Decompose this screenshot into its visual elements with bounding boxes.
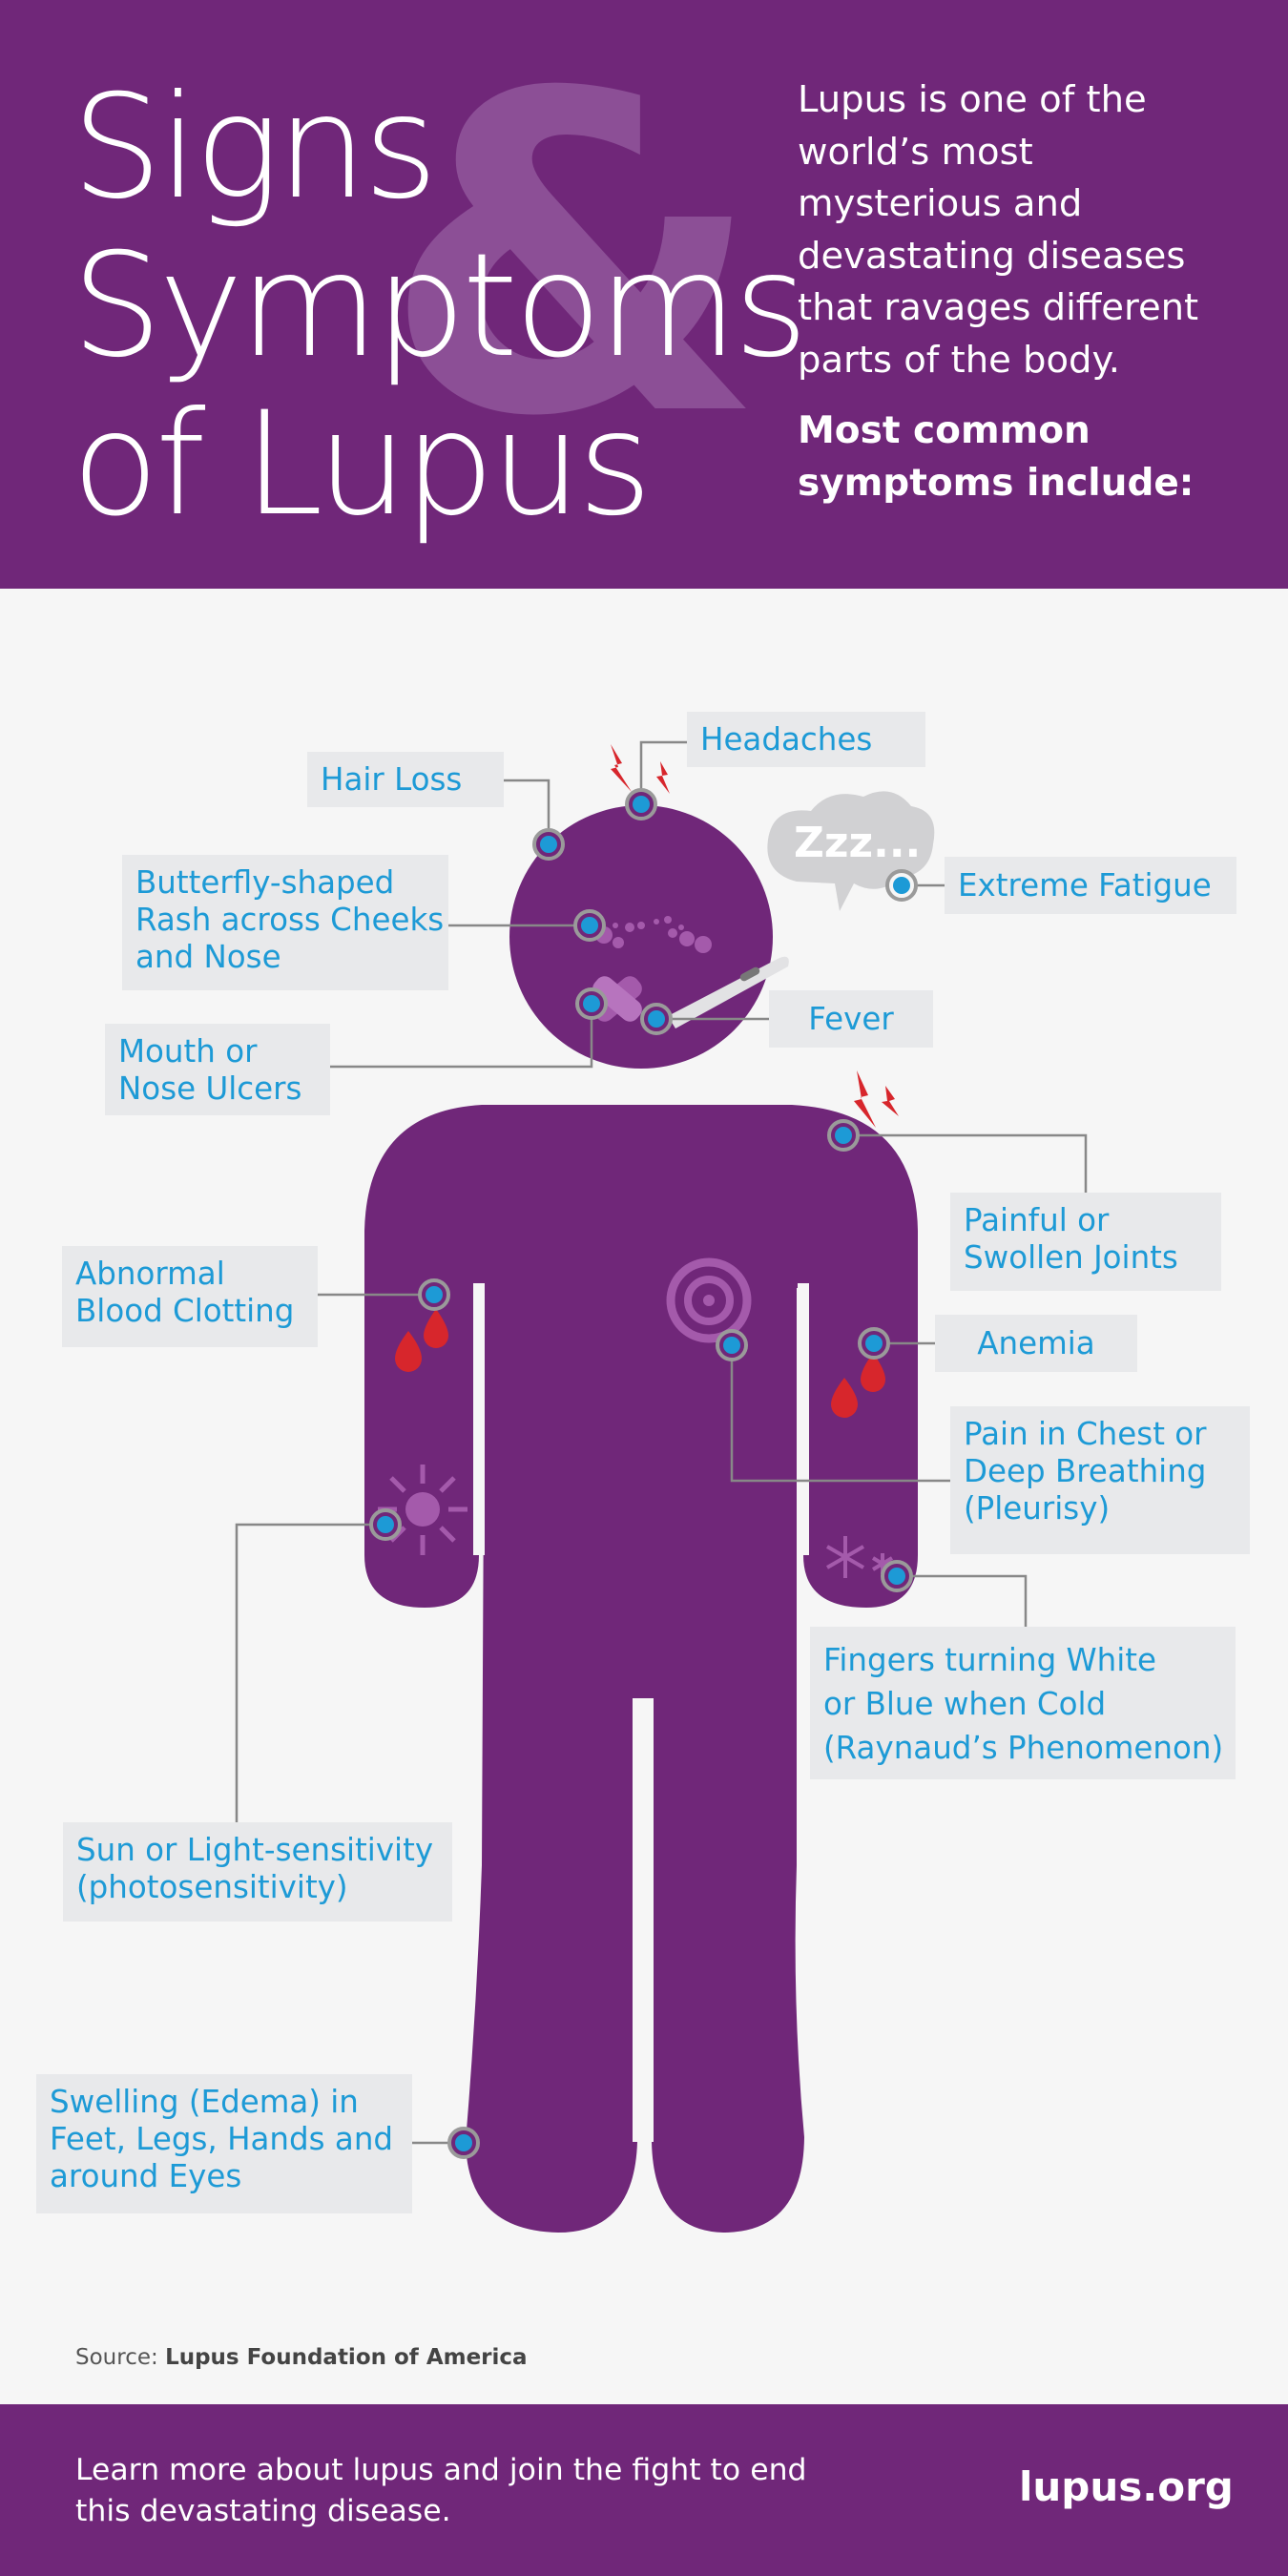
- source-credit: Source: Lupus Foundation of America: [75, 2345, 528, 2370]
- label-mouth-line-1: Mouth or: [118, 1033, 258, 1070]
- marker-headaches: [625, 788, 657, 821]
- marker-chest: [716, 1329, 748, 1361]
- label-chest-line-1: Pain in Chest or: [964, 1416, 1207, 1452]
- label-extreme-fatigue: Extreme Fatigue: [945, 857, 1236, 914]
- left-arm-gap: [473, 1283, 485, 1555]
- title-line-2: Symptoms: [72, 223, 808, 389]
- label-headaches: Headaches: [687, 712, 925, 767]
- title-line-1: Signs: [72, 65, 438, 231]
- leg-gap: [633, 1698, 654, 2142]
- marker-anemia: [858, 1327, 890, 1360]
- ampersand-glyph: &: [382, 2, 765, 512]
- label-chest-line-3: (Pleurisy): [964, 1490, 1111, 1527]
- lupus-org-link[interactable]: lupus.org: [1019, 2463, 1234, 2510]
- connector-lines: [235, 740, 1088, 2145]
- intro-text: Lupus is one of the world’s most mysteri…: [798, 78, 1199, 382]
- label-sun-sensitivity: Sun or Light-sensitivity (photosensitivi…: [63, 1822, 452, 1922]
- header-banner: & Signs Symptoms of Lupus Lupus is one o…: [0, 0, 1288, 589]
- marker-mouth-ulcers: [575, 987, 608, 1020]
- label-rash-line-1: Butterfly-shaped: [135, 864, 395, 901]
- marker-fatigue: [885, 869, 918, 902]
- intro-bold-text: Most common symptoms include:: [798, 409, 1195, 505]
- label-mouth-ulcers: Mouth or Nose Ulcers: [105, 1024, 330, 1115]
- label-blood-clotting: Abnormal Blood Clotting: [62, 1246, 318, 1347]
- label-swelling-line-1: Swelling (Edema) in: [50, 2084, 359, 2120]
- fatigue-cloud-text: Zzz...: [794, 819, 921, 867]
- label-swelling-line-2: Feet, Legs, Hands and: [50, 2121, 394, 2157]
- label-swelling: Swelling (Edema) in Feet, Legs, Hands an…: [36, 2074, 412, 2213]
- label-sun-line-2: (photosensitivity): [76, 1869, 348, 1905]
- headache-lightning-icon: [611, 744, 670, 794]
- footer-text: Learn more about lupus and join the figh…: [75, 2453, 807, 2528]
- blood-drops-left-icon: [395, 1309, 448, 1372]
- thermometer-icon: [668, 956, 789, 1028]
- marker-fever: [640, 1003, 673, 1035]
- source-prefix: Source:: [75, 2345, 166, 2370]
- label-hair-loss: Hair Loss: [307, 752, 504, 807]
- label-chest-line-2: Deep Breathing: [964, 1453, 1207, 1489]
- label-raynaud-line-1: Fingers turning White: [823, 1642, 1157, 1678]
- label-joints-line-2: Swollen Joints: [964, 1239, 1178, 1276]
- label-fever: Fever: [769, 990, 933, 1048]
- label-rash-line-2: Rash across Cheeks: [135, 902, 445, 938]
- label-raynaud-line-3: (Raynaud’s Phenomenon): [823, 1730, 1224, 1766]
- page-title: Signs Symptoms of Lupus: [72, 65, 808, 548]
- label-joints-line-1: Painful or: [964, 1202, 1110, 1238]
- marker-swelling: [447, 2127, 480, 2159]
- joint-lightning-icon: [854, 1070, 899, 1128]
- label-clotting-line-1: Abnormal: [75, 1256, 225, 1292]
- symptom-markers: [369, 788, 918, 2159]
- right-arm-gap: [798, 1283, 809, 1555]
- blood-drops-right-icon: [831, 1353, 885, 1418]
- label-painful-joints: Painful or Swollen Joints: [950, 1193, 1221, 1291]
- marker-rash: [573, 909, 606, 942]
- marker-joints: [827, 1119, 860, 1152]
- label-raynaud: Fingers turning White or Blue when Cold …: [810, 1627, 1236, 1779]
- source-name: Lupus Foundation of America: [165, 2345, 528, 2370]
- label-sun-line-1: Sun or Light-sensitivity: [76, 1832, 434, 1868]
- label-rash-line-3: and Nose: [135, 939, 281, 975]
- footer-banner: Learn more about lupus and join the figh…: [0, 2404, 1288, 2576]
- label-raynaud-line-2: or Blue when Cold: [823, 1686, 1107, 1722]
- label-anemia: Anemia: [935, 1315, 1137, 1372]
- marker-hair-loss: [532, 828, 565, 861]
- title-line-3: of Lupus: [72, 382, 653, 548]
- marker-raynaud: [881, 1560, 913, 1592]
- label-chest-pain: Pain in Chest or Deep Breathing (Pleuris…: [950, 1406, 1250, 1554]
- label-swelling-line-3: around Eyes: [50, 2158, 242, 2194]
- label-clotting-line-2: Blood Clotting: [75, 1293, 295, 1329]
- label-butterfly-rash: Butterfly-shaped Rash across Cheeks and …: [122, 855, 448, 990]
- marker-sun: [369, 1508, 402, 1541]
- marker-clotting: [418, 1278, 450, 1311]
- body-silhouette: [364, 1105, 918, 2233]
- label-mouth-line-2: Nose Ulcers: [118, 1070, 302, 1107]
- chest-target-icon: [666, 1257, 752, 1343]
